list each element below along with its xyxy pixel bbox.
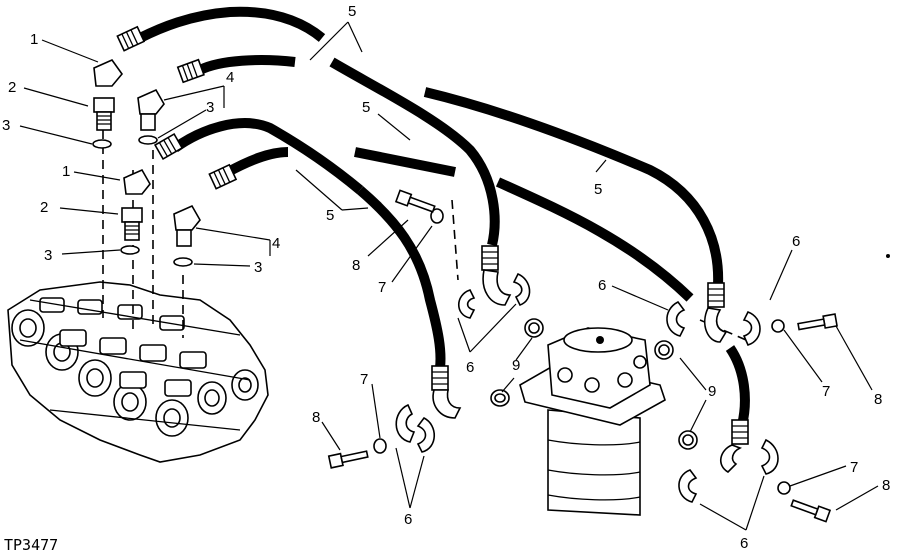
small-parts: [327, 189, 838, 523]
callout-4-upper: 4: [226, 69, 234, 86]
callout-3-mid: 3: [206, 99, 214, 116]
hose-second-left: [197, 55, 296, 75]
callout-8-lower: 8: [312, 409, 320, 426]
callout-3-right: 3: [254, 259, 262, 276]
callout-2-lower: 2: [40, 199, 48, 216]
hoses: [137, 6, 750, 427]
callout-2-upper: 2: [8, 79, 16, 96]
callout-6-center: 6: [466, 359, 474, 376]
callout-8-bottom: 8: [882, 477, 890, 494]
callout-3-upper: 3: [2, 117, 10, 134]
callout-8-right: 8: [874, 391, 882, 408]
callout-9-right: 9: [708, 383, 716, 400]
pump-assembly: [519, 327, 666, 516]
hose-upper-left: [137, 6, 326, 43]
callout-7-lower: 7: [360, 371, 368, 388]
callout-6-right-top: 6: [792, 233, 800, 250]
valve-fittings: [92, 59, 201, 267]
callout-5-right: 5: [594, 181, 602, 198]
hose-mid-right: [495, 177, 694, 302]
callout-labels: 1 2 3 1 2 3 4 3 4 3 5 5 5 5 8 7 6 9 6 6 …: [2, 3, 890, 552]
callout-9-left: 9: [512, 357, 520, 374]
callout-5-top: 5: [348, 3, 356, 20]
hose-short: [354, 147, 456, 177]
callout-5-left: 5: [326, 207, 334, 224]
callout-7-upper: 7: [378, 279, 386, 296]
hose-fourth: [225, 147, 289, 177]
callout-6-right-left: 6: [598, 277, 606, 294]
stray-dot: [886, 254, 890, 258]
callout-4-lower: 4: [272, 235, 280, 252]
callout-7-right: 7: [822, 383, 830, 400]
hose-upper-right: [329, 57, 500, 247]
callout-1-upper: 1: [30, 31, 38, 48]
figure-id-label: TP3477: [4, 536, 58, 554]
callout-1-lower: 1: [62, 163, 70, 180]
hose-end-fittings: [116, 25, 749, 474]
callout-6-bottom: 6: [740, 535, 748, 552]
hose-long-right: [423, 87, 724, 286]
callout-7-bottom: 7: [850, 459, 858, 476]
hose-third-lower: [356, 186, 446, 369]
hose-right-short: [725, 345, 750, 427]
callout-5-mid: 5: [362, 99, 370, 116]
control-valve-block: [7, 281, 269, 463]
hose-third: [172, 118, 364, 194]
callout-8-upper: 8: [352, 257, 360, 274]
callout-3-lower: 3: [44, 247, 52, 264]
leader-lines: [19, 21, 879, 531]
callout-6-lower: 6: [404, 511, 412, 528]
